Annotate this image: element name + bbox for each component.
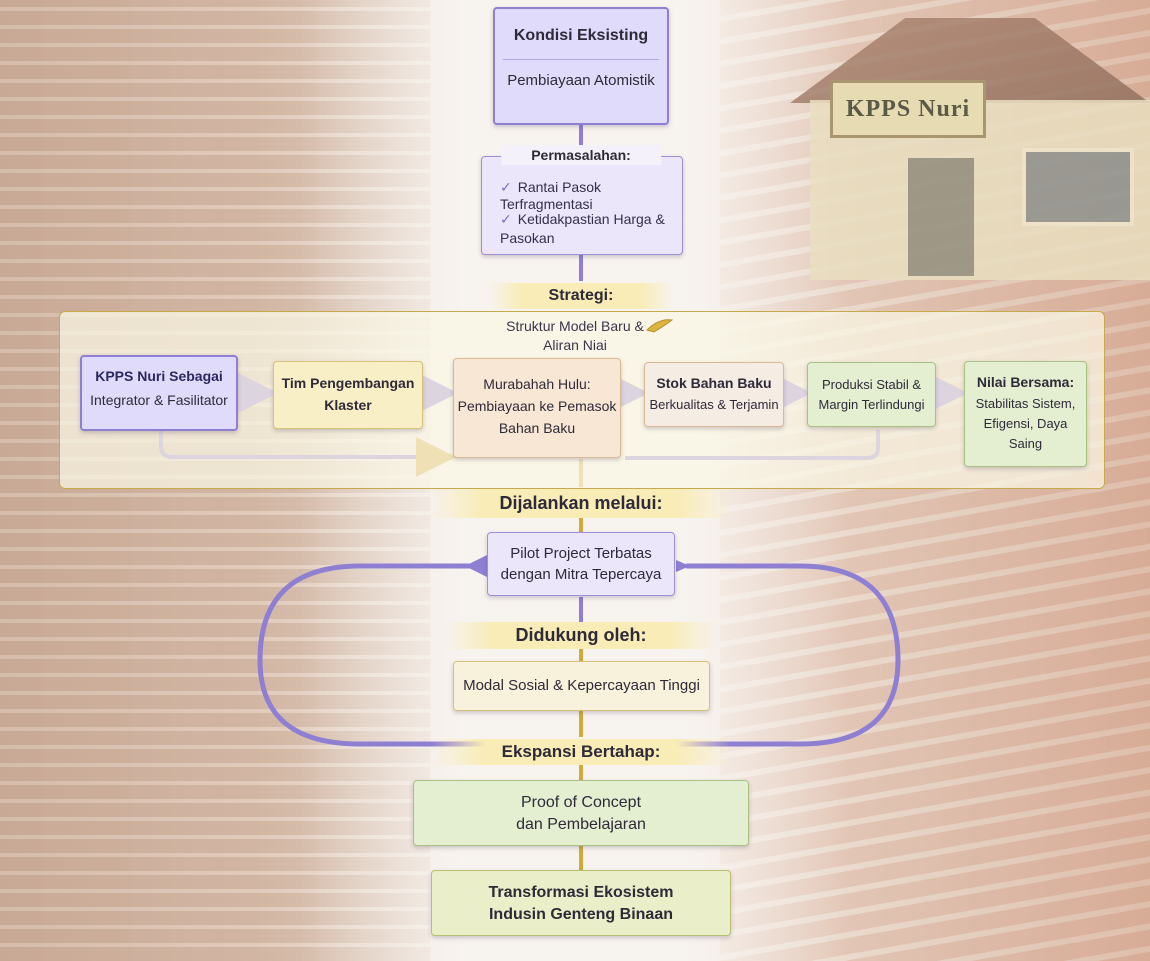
proof-of-concept-box: Proof of Concept dan Pembelajaran [413,780,749,846]
node-body: Stabilitas Sistem, Efigensi, Daya Saing [975,396,1076,451]
transformation-box: Transformasi Ekosistem Indusin Genteng B… [431,870,731,936]
pilot-project-box: Pilot Project Terbatas dengan Mitra Tepe… [487,532,675,596]
node-body: Klaster [324,397,372,413]
existing-title: Kondisi Eksisting [513,27,649,44]
node-title: Stok Bahan Baku [656,375,772,391]
social-capital-box: Modal Sosial & Kepercayaan Tinggi [453,661,710,711]
building-door [908,158,974,276]
node-body: Berkualitas & Terjamin [649,397,779,412]
strategy-header: Strategi: [488,283,674,309]
node-title: Nilai Bersama: [976,374,1075,390]
divider [503,59,659,60]
node-murabahah: Murabahah Hulu: Pembiayaan ke Pemasok Ba… [453,358,621,458]
node-cluster-team: Tim Pengembangan Klaster [273,361,423,429]
expansion-header: Ekspansi Bertahap: [431,739,731,765]
proof-text: Proof of Concept dan Pembelajaran [516,794,646,833]
check-icon: ✓ [500,179,512,195]
building-sign: KPPS Nuri [830,80,986,138]
node-raw-material-stock: Stok Bahan Baku Berkualitas & Terjamin [644,362,784,427]
banana-icon [646,319,674,333]
node-title: Tim Pengembangan [281,375,415,391]
building-window [1022,148,1134,226]
node-kpps-integrator: KPPS Nuri Sebagai Integrator & Fasilitat… [80,355,238,431]
problems-box: ✓Rantai Pasok Terfragmentasi ✓Ketidakpas… [481,156,683,255]
node-title: KPPS Nuri Sebagai [95,368,223,384]
feedback-loop-left [257,541,515,747]
existing-condition-box: Kondisi Eksisting Pembiayaan Atomistik [493,7,669,125]
social-capital-text: Modal Sosial & Kepercayaan Tinggi [463,677,700,694]
transformation-text: Transformasi Ekosistem Indusin Genteng B… [488,884,674,923]
loop-arrowhead-left [470,560,484,572]
feedback-loop-right [672,563,901,747]
existing-subtitle: Pembiayaan Atomistik [507,72,655,89]
node-stable-production: Produksi Stabil & Margin Terlindungi [807,362,936,427]
problems-header: Permasalahan: [501,145,661,165]
problem-item: ✓Ketidakpastian Harga & Pasokan [500,211,665,246]
kpps-building-image: KPPS Nuri [790,18,1150,280]
implementation-header: Dijalankan melalui: [429,489,733,518]
strategy-subtitle: Struktur Model Baru & Aliran Niai [506,318,644,353]
node-body: Integrator & Fasilitator [90,392,228,408]
loop-arrowhead-right [676,560,690,572]
node-shared-value: Nilai Bersama: Stabilitas Sistem, Efigen… [964,361,1087,467]
problem-item: ✓Rantai Pasok Terfragmentasi [500,179,602,212]
support-header: Didukung oleh: [445,622,717,649]
check-icon: ✓ [500,211,512,227]
pilot-text: Pilot Project Terbatas dengan Mitra Tepe… [500,545,662,583]
node-body: Murabahah Hulu: Pembiayaan ke Pemasok Ba… [457,376,617,436]
node-body: Produksi Stabil & Margin Terlindungi [818,377,925,412]
